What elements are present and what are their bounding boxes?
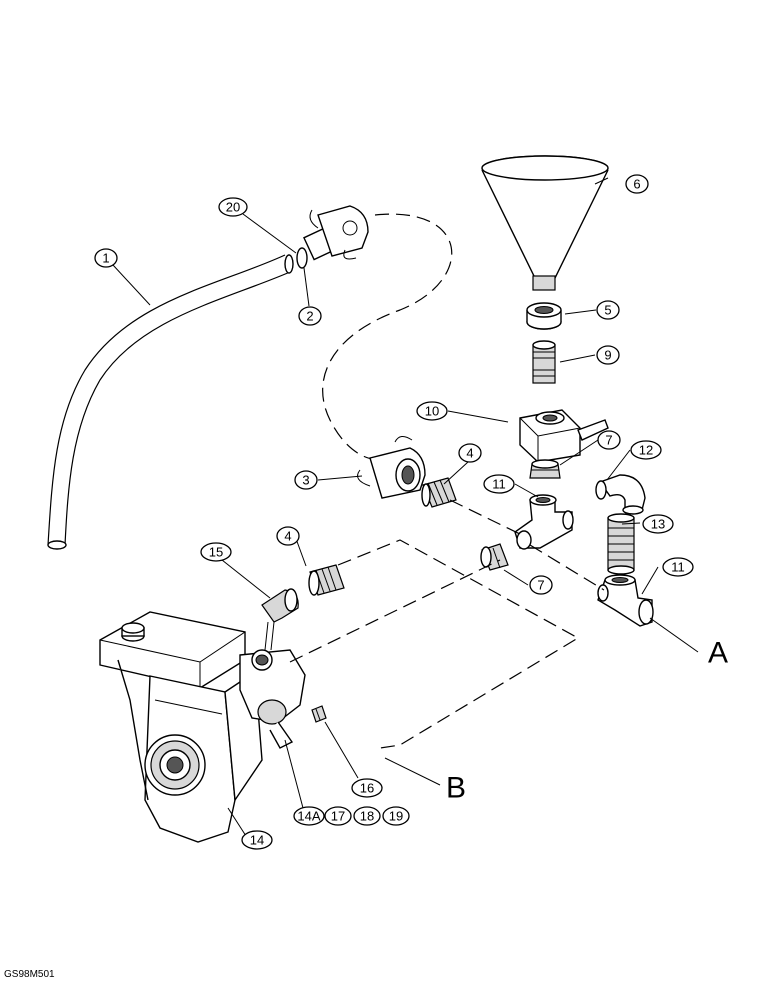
- callout-5-label: 5: [604, 303, 611, 318]
- callout-4-lower-label: 4: [284, 529, 291, 544]
- callout-16-label: 16: [360, 781, 374, 796]
- nipple-part-4-upper: [421, 477, 457, 508]
- callout-4-upper-label: 4: [466, 446, 473, 461]
- callout-3: 3: [294, 470, 318, 490]
- callout-20: 20: [218, 197, 248, 217]
- callout-12-label: 12: [639, 443, 653, 458]
- callout-6-label: 6: [633, 177, 640, 192]
- assembly-lines: [289, 499, 605, 749]
- callout-11-upper-label: 11: [492, 477, 506, 492]
- callout-7-lower: 7: [529, 575, 553, 595]
- callout-20-label: 20: [226, 200, 240, 215]
- callout-1-label: 1: [102, 251, 109, 266]
- callout-3-label: 3: [302, 473, 309, 488]
- engine-pump-part-14: [99, 611, 306, 843]
- callout-9-label: 9: [604, 348, 611, 363]
- callout-14: 14: [241, 830, 273, 850]
- hose-coupler-part-2: [296, 205, 369, 269]
- callout-15-label: 15: [209, 545, 223, 560]
- callout-17-label: 17: [331, 809, 345, 824]
- callout-18-label: 18: [360, 809, 374, 824]
- nipple-part-4-lower: [308, 564, 345, 596]
- callout-16: 16: [351, 778, 383, 798]
- callout-4-lower: 4: [276, 526, 300, 546]
- bushing-part-7-upper: [529, 459, 561, 479]
- reference-letter-b: B: [446, 772, 466, 805]
- callout-2-label: 2: [306, 309, 313, 324]
- callout-4-upper: 4: [458, 443, 482, 463]
- nipple-part-9: [532, 340, 556, 384]
- callout-1: 1: [94, 248, 118, 268]
- bushing-part-7-lower: [480, 543, 509, 571]
- callout-10-label: 10: [425, 404, 439, 419]
- elbow-part-15: [261, 588, 299, 623]
- callout-14-label: 14: [250, 833, 264, 848]
- funnel-part-6: [481, 155, 609, 291]
- nut-part-5: [526, 302, 562, 330]
- elbow-part-12: [595, 474, 646, 515]
- callout-17: 17: [324, 806, 352, 826]
- callout-5: 5: [596, 300, 620, 320]
- strainer-part-13: [607, 513, 635, 575]
- tee-part-11-lower: [597, 574, 654, 627]
- callout-19: 19: [382, 806, 410, 826]
- callout-11-upper: 11: [483, 474, 515, 494]
- tee-part-11-upper: [514, 494, 574, 550]
- callout-6: 6: [625, 174, 649, 194]
- callout-19-label: 19: [389, 809, 403, 824]
- callout-2: 2: [298, 306, 322, 326]
- callout-13-label: 13: [651, 517, 665, 532]
- reference-letter-a: A: [708, 637, 728, 670]
- callout-10: 10: [416, 401, 448, 421]
- callout-14a-label: 14A: [297, 809, 320, 824]
- callout-11-lower: 11: [662, 557, 694, 577]
- hose-connection-dashed-path: [322, 213, 453, 461]
- callout-11-lower-label: 11: [671, 560, 685, 575]
- callout-14a: 14A: [293, 806, 325, 826]
- hose-part-1: [47, 254, 294, 550]
- callout-18: 18: [353, 806, 381, 826]
- ball-valve-part-10: [519, 409, 609, 463]
- figure-code: GS98M501: [4, 969, 55, 980]
- callout-15: 15: [200, 542, 232, 562]
- callout-7-upper-label: 7: [605, 433, 612, 448]
- callout-7-upper: 7: [597, 430, 621, 450]
- cam-coupler-part-3: [357, 436, 426, 499]
- leader-lines: [112, 177, 699, 837]
- callout-13: 13: [642, 514, 674, 534]
- drain-plug-part-16: [311, 705, 327, 723]
- callout-12: 12: [630, 440, 662, 460]
- callout-7-lower-label: 7: [537, 578, 544, 593]
- callout-9: 9: [596, 345, 620, 365]
